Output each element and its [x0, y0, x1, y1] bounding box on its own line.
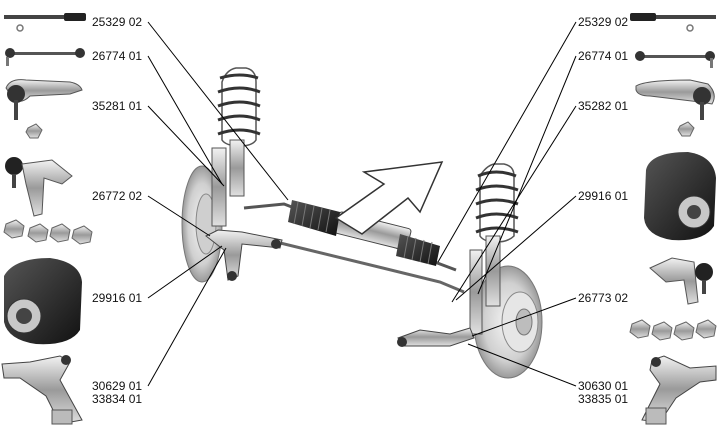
label-left-tie-rod: 25329 02 [92, 15, 142, 29]
label-left-control-arm-a: 30629 01 [92, 379, 142, 393]
thumb-left-tie-rod [4, 13, 86, 32]
forward-arrow-icon [334, 161, 444, 235]
right-brake-disc [473, 265, 543, 379]
label-left-bushing: 29916 01 [92, 291, 142, 305]
left-strut [211, 67, 261, 227]
label-right-ball-joint: 26773 02 [578, 291, 628, 305]
right-rack-boot [396, 234, 440, 266]
label-right-control-arm-a: 30630 01 [578, 379, 628, 393]
label-left-stabilizer-link: 26774 01 [92, 49, 142, 63]
thumb-right-control-arm [641, 355, 717, 425]
steering-rack [243, 200, 457, 272]
thumb-left-tie-rod-end [5, 79, 83, 139]
label-left-tie-rod-end: 35281 01 [92, 99, 142, 113]
left-rack-boot [288, 200, 340, 236]
thumb-left-control-arm [1, 355, 83, 425]
thumb-left-nuts [3, 219, 93, 245]
label-right-control-arm-b: 33835 01 [578, 392, 628, 406]
label-right-tie-rod: 25329 02 [578, 15, 628, 29]
thumb-right-bushing [644, 152, 716, 241]
thumb-left-stabilizer-link [5, 48, 85, 66]
leader-lines [147, 21, 577, 387]
label-left-ball-joint: 26772 02 [92, 189, 142, 203]
thumb-right-tie-rod [630, 13, 716, 32]
right-strut [469, 163, 519, 335]
thumb-left-ball-joint [3, 157, 93, 245]
label-right-bushing: 29916 01 [578, 189, 628, 203]
thumb-right-tie-rod-end [635, 79, 715, 137]
thumb-right-nuts [629, 319, 717, 341]
left-control-arm [205, 229, 283, 281]
label-right-stabilizer-link: 26774 01 [578, 49, 628, 63]
thumb-right-stabilizer-link [635, 51, 715, 68]
label-left-control-arm-b: 33834 01 [92, 392, 142, 406]
right-control-arm [397, 327, 475, 347]
label-right-tie-rod-end: 35282 01 [578, 99, 628, 113]
thumb-right-ball-joint [629, 257, 717, 341]
thumb-left-bushing [4, 258, 82, 345]
